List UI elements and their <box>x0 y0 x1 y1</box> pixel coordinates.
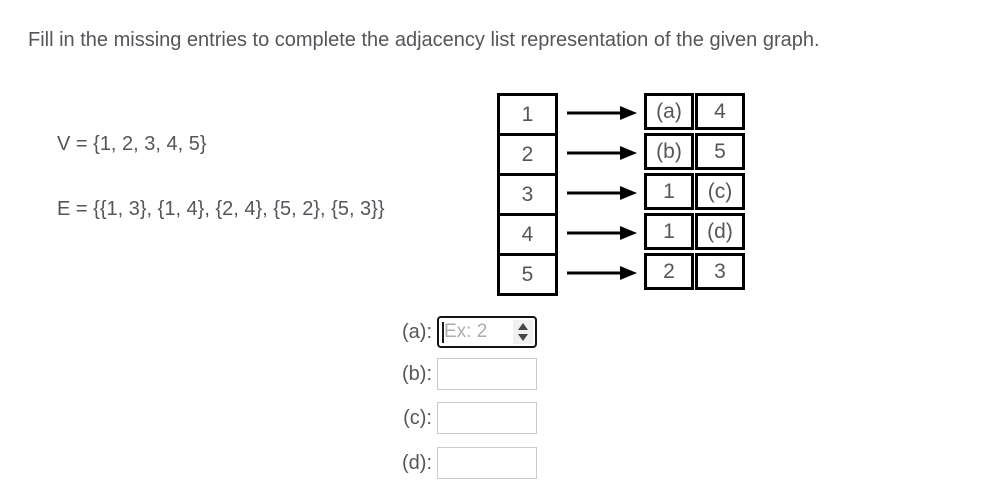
answer-input-c[interactable] <box>437 402 537 434</box>
vertex-cell: 2 <box>500 136 555 176</box>
edge-set-text: E = {{1, 3}, {1, 4}, {2, 4}, {5, 2}, {5,… <box>57 198 385 220</box>
adjacency-cell: (b) <box>644 133 694 170</box>
adjacency-cell: 3 <box>695 253 745 290</box>
adjacency-cell: (c) <box>695 173 745 210</box>
number-spinner <box>513 320 533 344</box>
adjacency-cell: 2 <box>644 253 694 290</box>
adjacency-row: (a)4 <box>644 93 745 130</box>
vertex-cell: 4 <box>500 216 555 256</box>
adjacency-row: 1(c) <box>644 173 745 210</box>
answer-label-a: (a): <box>402 320 432 343</box>
answer-input-d[interactable] <box>437 447 537 479</box>
vertex-cell: 1 <box>500 96 555 136</box>
arrow-right-icon <box>567 186 637 200</box>
answer-label-d: (d): <box>402 451 432 474</box>
answer-label-b: (b): <box>402 362 432 385</box>
adjacency-row: (b)5 <box>644 133 745 170</box>
answer-input-box-a <box>437 316 537 348</box>
adjacency-cell: (a) <box>644 93 694 130</box>
answer-row-d: (d): <box>386 446 537 480</box>
adjacency-cell: 5 <box>695 133 745 170</box>
answer-input-a[interactable] <box>444 319 510 345</box>
vertex-set-text: V = {1, 2, 3, 4, 5} <box>57 133 207 155</box>
arrow-right-icon <box>567 266 637 280</box>
spinner-down-button[interactable] <box>518 334 528 341</box>
adjacency-cell: (d) <box>695 213 745 250</box>
text-caret <box>442 322 444 343</box>
answer-row-b: (b): <box>386 357 537 391</box>
arrow-right-icon <box>567 106 637 120</box>
spinner-up-button[interactable] <box>518 323 528 330</box>
arrow-right-icon <box>567 146 637 160</box>
adjacency-cell: 4 <box>695 93 745 130</box>
adjacency-row: 1(d) <box>644 213 745 250</box>
arrow-column <box>566 93 640 293</box>
answer-row-c: (c): <box>386 401 537 435</box>
answer-row-a: (a): <box>386 315 537 349</box>
arrow-right-icon <box>567 226 637 240</box>
adjacency-cell: 1 <box>644 173 694 210</box>
answer-label-c: (c): <box>403 406 432 429</box>
adjacency-cell: 1 <box>644 213 694 250</box>
vertex-cell: 5 <box>521 262 534 286</box>
answer-input-b[interactable] <box>437 358 537 390</box>
vertex-cell: 3 <box>500 176 555 216</box>
question-prompt: Fill in the missing entries to complete … <box>28 29 820 51</box>
